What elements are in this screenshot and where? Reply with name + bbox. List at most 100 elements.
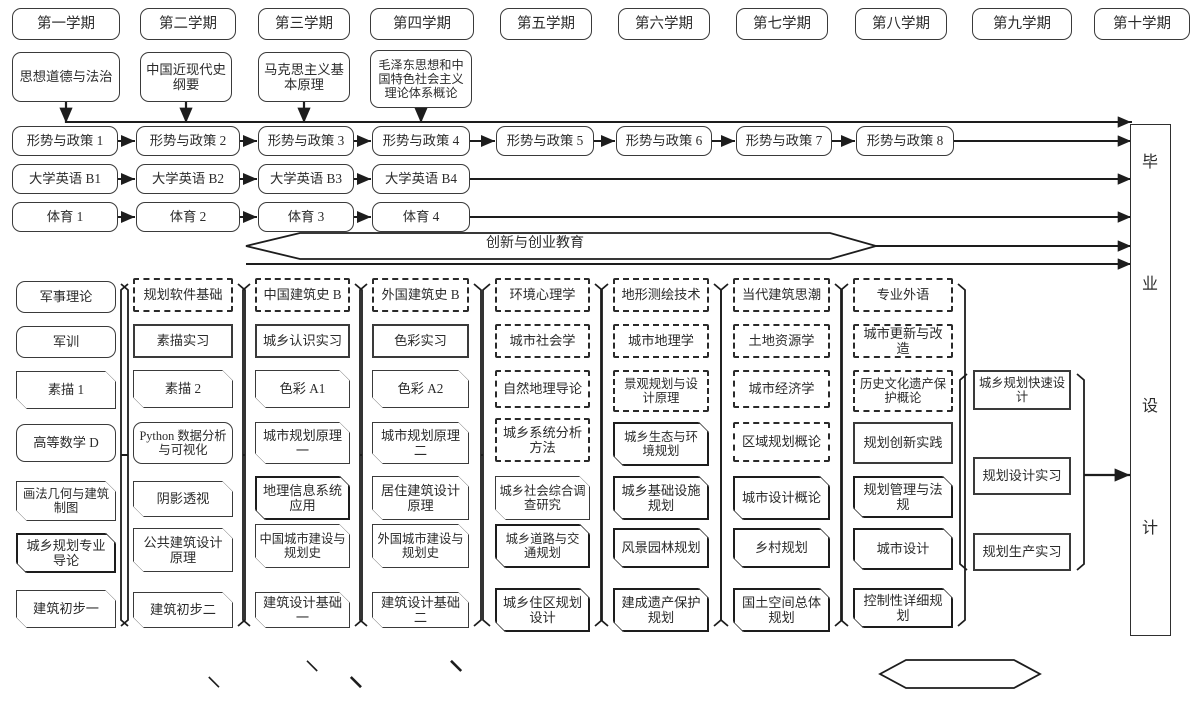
situation-policy-course-4[interactable]: 形势与政策 4 — [372, 126, 470, 156]
box-label: 思想道德与法治 — [19, 69, 113, 85]
grid-cell-c1-r6[interactable]: 城乡规划专业导论 — [16, 533, 116, 573]
physical-education-course-1[interactable]: 体育 1 — [12, 202, 118, 232]
grid-cell-c7-r3[interactable]: 城市经济学 — [733, 370, 830, 408]
grid-cell-c6-r6[interactable]: 风景园林规划 — [613, 528, 709, 568]
grid-cell-c2-r5[interactable]: 阴影透视 — [133, 481, 233, 517]
grid-cell-c7-r5[interactable]: 城市设计概论 — [733, 476, 830, 520]
situation-policy-course-7[interactable]: 形势与政策 7 — [736, 126, 832, 156]
semester-label: 第六学期 — [635, 15, 693, 32]
semester-header-7[interactable]: 第七学期 — [736, 8, 828, 40]
grid-cell-c4-r7[interactable]: 建筑设计基础二 — [372, 592, 469, 628]
grid-cell-c3-r5[interactable]: 地理信息系统应用 — [255, 476, 350, 520]
ideology-course-3[interactable]: 马克思主义基本原理 — [258, 52, 350, 102]
box-label: 城市设计概论 — [741, 490, 822, 506]
grid-cell-c7-r1[interactable]: 当代建筑思潮 — [733, 278, 830, 312]
grid-cell-c3-r2[interactable]: 城乡认识实习 — [255, 324, 350, 358]
grid-cell-c6-r3[interactable]: 景观规划与设计原理 — [613, 370, 709, 412]
situation-policy-course-2[interactable]: 形势与政策 2 — [136, 126, 240, 156]
grid-cell-c5-r5[interactable]: 城乡社会综合调查研究 — [495, 476, 590, 520]
grid-cell-c7-r2[interactable]: 土地资源学 — [733, 324, 830, 358]
grid-cell-c6-r4[interactable]: 城乡生态与环境规划 — [613, 422, 709, 466]
grid-cell-c8-r6[interactable]: 城市设计 — [853, 528, 953, 570]
semester-header-2[interactable]: 第二学期 — [140, 8, 236, 40]
graduation-design-box — [1130, 124, 1171, 636]
situation-policy-course-8[interactable]: 形势与政策 8 — [856, 126, 954, 156]
grid-cell-c8-r5[interactable]: 规划管理与法规 — [853, 476, 953, 518]
grid-cell-c8-r4[interactable]: 规划创新实践 — [853, 422, 953, 464]
internship-cell-3[interactable]: 规划生产实习 — [973, 533, 1071, 571]
college-english-course-2[interactable]: 大学英语 B2 — [136, 164, 240, 194]
grid-cell-c4-r4[interactable]: 城市规划原理二 — [372, 422, 469, 464]
college-english-course-3[interactable]: 大学英语 B3 — [258, 164, 354, 194]
ideology-course-2[interactable]: 中国近现代史纲要 — [140, 52, 232, 102]
semester-header-3[interactable]: 第三学期 — [258, 8, 350, 40]
grid-cell-c7-r4[interactable]: 区域规划概论 — [733, 422, 830, 462]
grid-cell-c5-r2[interactable]: 城市社会学 — [495, 324, 590, 358]
grid-cell-c1-r7[interactable]: 建筑初步一 — [16, 590, 116, 628]
graduation-design-char-4: 计 — [1141, 520, 1158, 537]
situation-policy-course-3[interactable]: 形势与政策 3 — [258, 126, 354, 156]
box-label: 土地资源学 — [748, 333, 815, 349]
internship-cell-1[interactable]: 城乡规划快速设计 — [973, 370, 1071, 410]
grid-cell-c1-r1[interactable]: 军事理论 — [16, 281, 116, 313]
grid-cell-c8-r7[interactable]: 控制性详细规划 — [853, 588, 953, 628]
grid-cell-c4-r6[interactable]: 外国城市建设与规划史 — [372, 524, 469, 568]
situation-policy-course-5[interactable]: 形势与政策 5 — [496, 126, 594, 156]
grid-cell-c5-r1[interactable]: 环境心理学 — [495, 278, 590, 312]
grid-cell-c5-r7[interactable]: 城乡住区规划设计 — [495, 588, 590, 632]
semester-header-1[interactable]: 第一学期 — [12, 8, 120, 40]
ideology-course-4[interactable]: 毛泽东思想和中国特色社会主义理论体系概论 — [370, 50, 472, 108]
grid-cell-c2-r1[interactable]: 规划软件基础 — [133, 278, 233, 312]
grid-cell-c5-r6[interactable]: 城乡道路与交通规划 — [495, 524, 590, 568]
grid-cell-c4-r3[interactable]: 色彩 A2 — [372, 370, 469, 408]
semester-header-4[interactable]: 第四学期 — [370, 8, 474, 40]
grid-cell-c3-r1[interactable]: 中国建筑史 B — [255, 278, 350, 312]
grid-cell-c5-r3[interactable]: 自然地理导论 — [495, 370, 590, 408]
semester-header-6[interactable]: 第六学期 — [618, 8, 710, 40]
grid-cell-c3-r4[interactable]: 城市规划原理一 — [255, 422, 350, 464]
grid-cell-c2-r7[interactable]: 建筑初步二 — [133, 592, 233, 628]
physical-education-course-3[interactable]: 体育 3 — [258, 202, 354, 232]
internship-cell-2[interactable]: 规划设计实习 — [973, 457, 1071, 495]
grid-cell-c6-r2[interactable]: 城市地理学 — [613, 324, 709, 358]
college-english-course-1[interactable]: 大学英语 B1 — [12, 164, 118, 194]
semester-label: 第九学期 — [993, 15, 1051, 32]
semester-header-5[interactable]: 第五学期 — [500, 8, 592, 40]
grid-cell-c5-r4[interactable]: 城乡系统分析方法 — [495, 418, 590, 462]
grid-cell-c2-r4[interactable]: Python 数据分析与可视化 — [133, 422, 233, 464]
grid-cell-c8-r2[interactable]: 城市更新与改造 — [853, 324, 953, 358]
box-label: 公共建筑设计原理 — [143, 534, 223, 565]
college-english-course-4[interactable]: 大学英语 B4 — [372, 164, 470, 194]
grid-cell-c6-r7[interactable]: 建成遗产保护规划 — [613, 588, 709, 632]
grid-cell-c8-r1[interactable]: 专业外语 — [853, 278, 953, 312]
grid-cell-c8-r3[interactable]: 历史文化遗产保护概论 — [853, 370, 953, 412]
situation-policy-course-6[interactable]: 形势与政策 6 — [616, 126, 712, 156]
grid-cell-c1-r2[interactable]: 军训 — [16, 326, 116, 358]
grid-cell-c7-r7[interactable]: 国土空间总体规划 — [733, 588, 830, 632]
physical-education-course-2[interactable]: 体育 2 — [136, 202, 240, 232]
grid-cell-c4-r1[interactable]: 外国建筑史 B — [372, 278, 469, 312]
grid-cell-c3-r3[interactable]: 色彩 A1 — [255, 370, 350, 408]
grid-cell-c3-r7[interactable]: 建筑设计基础一 — [255, 592, 350, 628]
box-label: 当代建筑思潮 — [741, 287, 822, 303]
semester-header-9[interactable]: 第九学期 — [972, 8, 1072, 40]
grid-cell-c7-r6[interactable]: 乡村规划 — [733, 528, 830, 568]
grid-cell-c2-r2[interactable]: 素描实习 — [133, 324, 233, 358]
grid-cell-c3-r6[interactable]: 中国城市建设与规划史 — [255, 524, 350, 568]
grid-cell-c4-r5[interactable]: 居住建筑设计原理 — [372, 476, 469, 520]
ideology-course-1[interactable]: 思想道德与法治 — [12, 52, 120, 102]
semester-header-10[interactable]: 第十学期 — [1094, 8, 1190, 40]
grid-cell-c6-r1[interactable]: 地形测绘技术 — [613, 278, 709, 312]
semester-header-8[interactable]: 第八学期 — [855, 8, 947, 40]
grid-cell-c1-r5[interactable]: 画法几何与建筑制图 — [16, 481, 116, 521]
situation-policy-course-1[interactable]: 形势与政策 1 — [12, 126, 118, 156]
grid-cell-c2-r6[interactable]: 公共建筑设计原理 — [133, 528, 233, 572]
grid-cell-c2-r3[interactable]: 素描 2 — [133, 370, 233, 408]
physical-education-course-4[interactable]: 体育 4 — [372, 202, 470, 232]
box-label: 素描实习 — [156, 333, 210, 349]
grid-cell-c1-r4[interactable]: 高等数学 D — [16, 424, 116, 462]
grid-cell-c1-r3[interactable]: 素描 1 — [16, 371, 116, 409]
grid-cell-c4-r2[interactable]: 色彩实习 — [372, 324, 469, 358]
grid-cell-c6-r5[interactable]: 城乡基础设施规划 — [613, 476, 709, 520]
box-label: 画法几何与建筑制图 — [22, 486, 110, 515]
